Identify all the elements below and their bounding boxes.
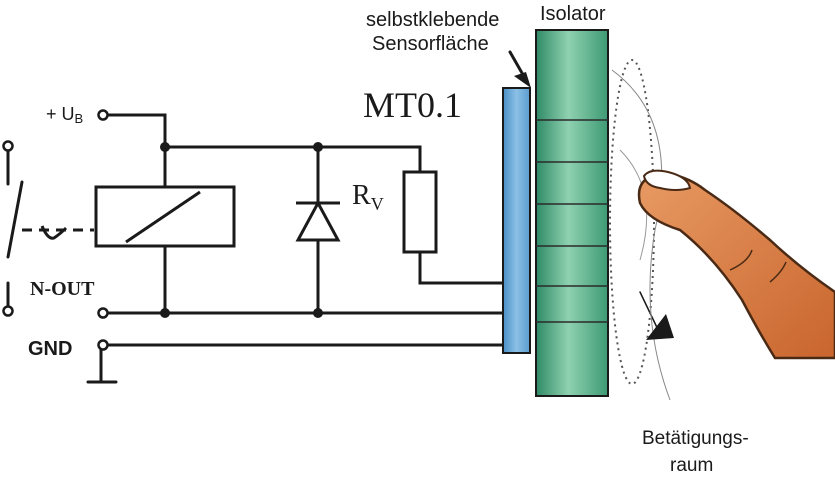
relay-spring-symbol — [40, 225, 68, 240]
relay — [94, 185, 236, 248]
module-label: MT0.1 — [363, 85, 462, 125]
finger-crease-2 — [769, 261, 787, 283]
isolator-label: Isolator — [540, 3, 606, 25]
supply-label-main: + U — [46, 104, 75, 124]
resistor-wire — [418, 250, 507, 285]
sensor-surface-label-2: Sensorfläche — [372, 33, 489, 55]
junction-dots — [160, 142, 323, 318]
n-out-terminal — [97, 307, 109, 319]
actuation-label-1: Betätigungs- — [642, 428, 749, 449]
resistor-label-sub: V — [371, 194, 384, 214]
diode-triangle — [295, 199, 341, 242]
switch-blade — [6, 180, 24, 259]
n-out-label: N-OUT — [30, 278, 95, 300]
actuation-field — [609, 59, 671, 401]
isolator-arrow-head — [514, 72, 531, 88]
actuation-arrow-head — [646, 314, 674, 340]
fingernail-shape — [642, 169, 692, 191]
supply-label-sub: B — [75, 111, 84, 126]
sensor-surface-label-1: selbstklebende — [366, 9, 499, 31]
finger-crease-1 — [729, 249, 753, 271]
isolator-block — [535, 29, 609, 397]
diode — [295, 199, 341, 242]
actuation-label-2: raum — [670, 455, 713, 476]
finger — [637, 169, 835, 360]
supply-terminal — [97, 109, 109, 121]
gnd-label: GND — [28, 338, 72, 360]
relay-coil-slash — [125, 190, 201, 244]
resistor-label-main: R — [352, 180, 371, 211]
switch-terminal-top — [2, 140, 14, 152]
supply-label: + UB — [46, 104, 83, 126]
sensor-surface — [502, 87, 531, 354]
gnd-terminal — [97, 339, 109, 351]
terminals — [2, 109, 109, 351]
resistor-label: RV — [352, 180, 384, 214]
switch-terminal-bottom — [2, 305, 14, 317]
resistor-rv — [402, 170, 438, 254]
